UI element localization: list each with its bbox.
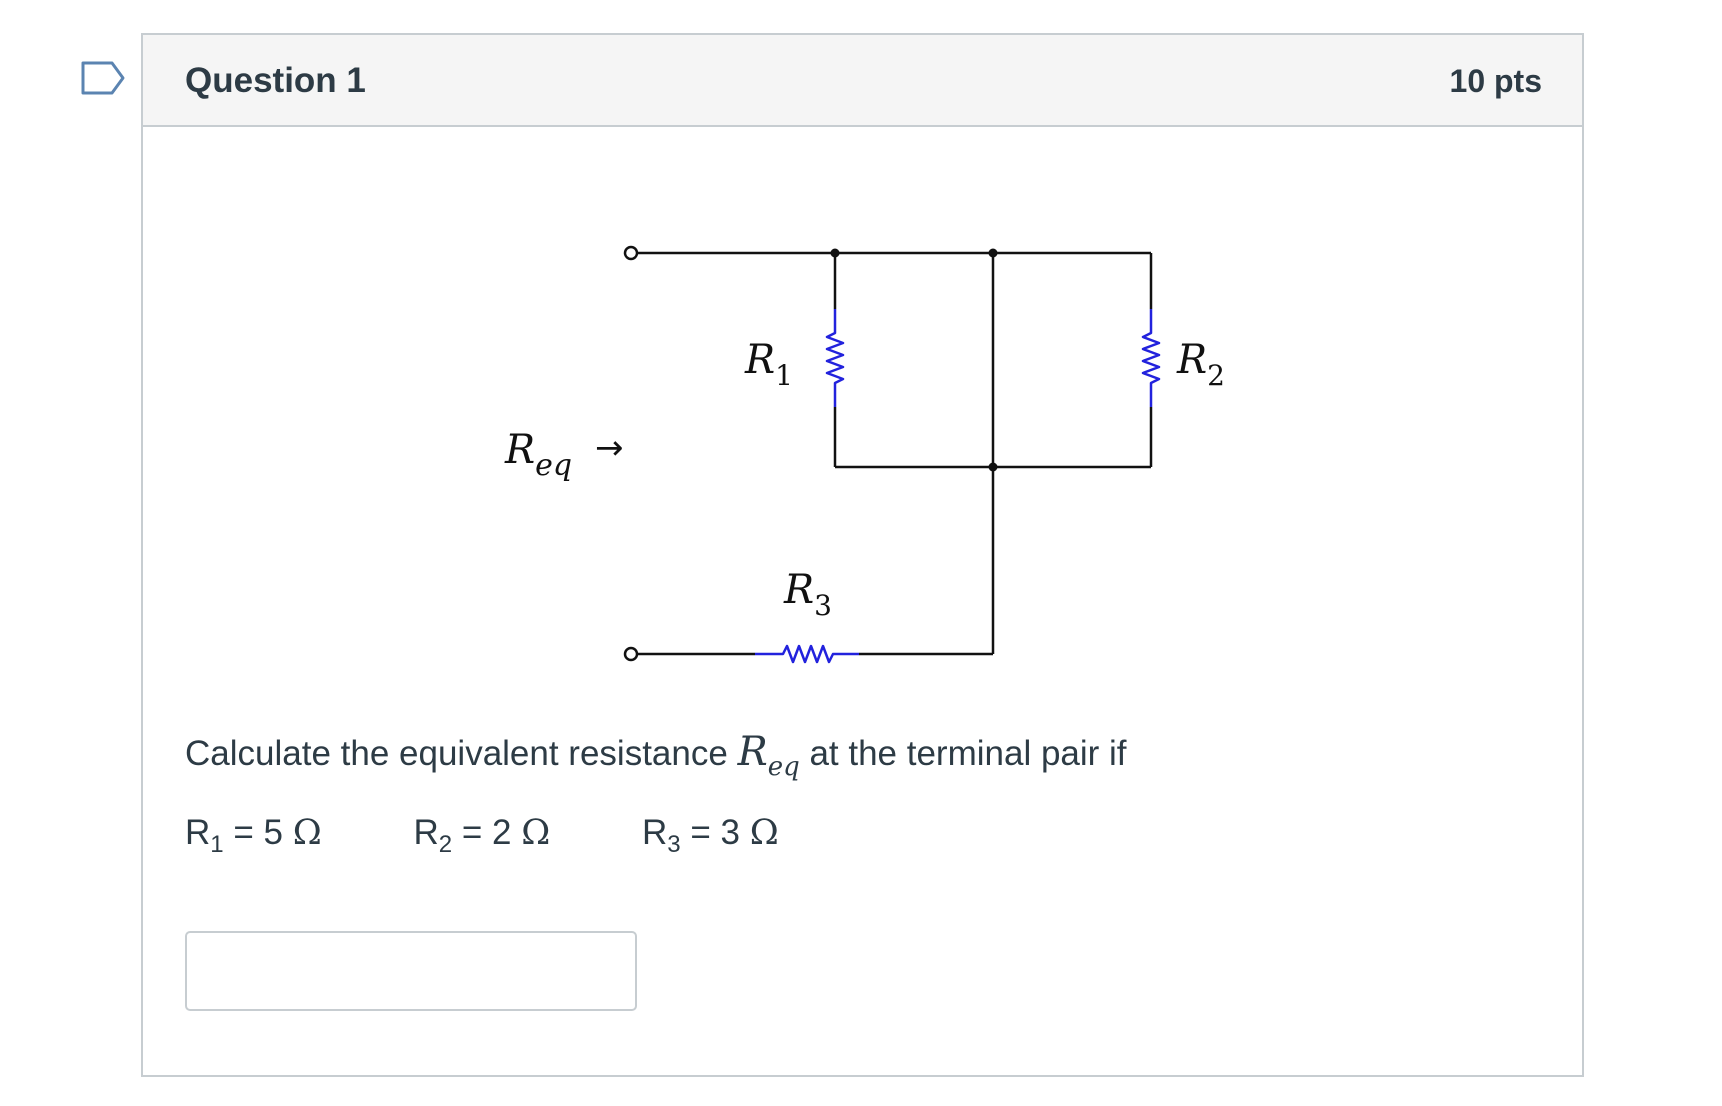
req-arrow: → [595,428,624,468]
value-r3: R3 = 3 Ω [641,813,779,858]
value-r1: R1 = 5 Ω [185,813,322,858]
question-title: Question 1 [185,61,366,100]
req-label: Req [504,427,572,483]
question-points: 10 pts [1449,63,1542,99]
terminal-bottom [623,646,639,662]
question-prompt: Calculate the equivalent resistance Req … [185,729,1127,782]
r1-label: R1 [744,337,793,392]
value-r2: R2 = 2 Ω [413,813,551,858]
junction-dot [988,462,998,472]
question-card: Question 1 10 pts [141,33,1584,1077]
prompt-text-before: Calculate the equivalent resistance [185,734,738,773]
bookmark-flag-icon[interactable] [80,60,126,96]
prompt-req-symbol: Req [737,729,800,782]
resistor-r1 [825,309,845,407]
question-header: Question 1 10 pts [143,35,1582,127]
r3-label: R3 [783,567,832,622]
prompt-text-after: at the terminal pair if [799,734,1127,773]
resistor-r2 [1141,309,1161,407]
junction-dot [830,248,840,258]
resistor-r3 [755,644,859,664]
answer-input[interactable] [185,931,637,1011]
junction-dot [988,248,998,258]
r2-label: R2 [1176,337,1225,392]
terminal-top [623,245,639,261]
resistor-values: R1 = 5 Ω R2 = 2 Ω R3 = 3 Ω [185,813,861,859]
circuit-diagram: R1 R2 R3 Req → [504,245,1225,664]
